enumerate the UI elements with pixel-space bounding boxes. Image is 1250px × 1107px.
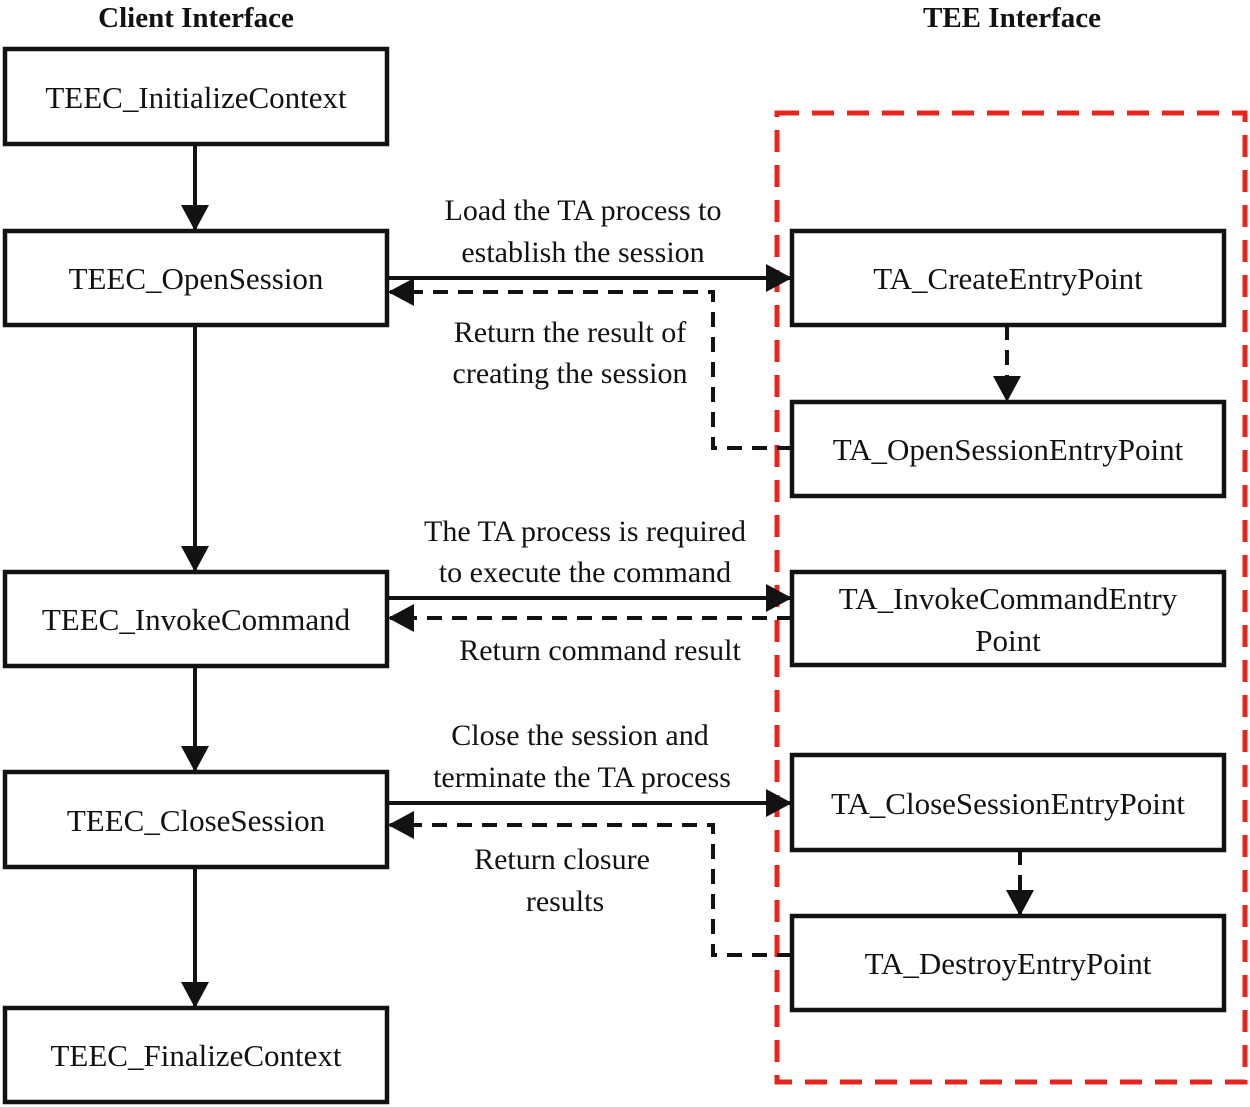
label-open-return-line2: creating the session	[453, 357, 688, 390]
label-invoke-request-line1: The TA process is required	[424, 515, 746, 548]
client-box-teec-finalizecontext: TEEC_FinalizeContext	[2, 1005, 390, 1105]
client-box-teec-initializecontext: TEEC_InitializeContext	[2, 46, 390, 147]
client-box-label-opensession: TEEC_OpenSession	[69, 261, 324, 296]
tee-box-label-closesessionentrypoint: TA_CloseSessionEntryPoint	[831, 786, 1185, 821]
client-box-teec-invokecommand: TEEC_InvokeCommand	[2, 569, 390, 669]
client-box-teec-opensession: TEEC_OpenSession	[2, 228, 390, 328]
client-interface-title: Client Interface	[98, 2, 294, 34]
label-close-return-line1: Return closure	[474, 843, 650, 876]
label-open-return-line1: Return the result of	[454, 316, 686, 349]
label-open-request-line1: Load the TA process to	[445, 194, 722, 227]
client-box-label-initializecontext: TEEC_InitializeContext	[45, 80, 347, 115]
tee-box-ta-invokecommandentrypoint: TA_InvokeCommandEntry Point	[789, 569, 1227, 668]
label-invoke-return: Return command result	[459, 634, 741, 667]
tee-box-label-destroyentrypoint: TA_DestroyEntryPoint	[865, 946, 1152, 981]
label-close-return-line2: results	[526, 885, 604, 918]
tee-box-label-invokecommandentry-line1: TA_InvokeCommandEntry	[839, 581, 1178, 616]
tee-box-ta-createentrypoint: TA_CreateEntryPoint	[789, 228, 1227, 328]
tee-interface-title: TEE Interface	[923, 2, 1101, 34]
label-close-request-line2: terminate the TA process	[433, 761, 731, 794]
tee-box-ta-destroyentrypoint: TA_DestroyEntryPoint	[789, 913, 1227, 1013]
arrow-closesession-return	[388, 811, 792, 957]
tee-box-ta-opensessionentrypoint: TA_OpenSessionEntryPoint	[789, 399, 1227, 499]
client-box-label-finalizecontext: TEEC_FinalizeContext	[50, 1038, 341, 1073]
client-box-label-invokecommand: TEEC_InvokeCommand	[42, 602, 351, 637]
label-close-request-line1: Close the session and	[451, 719, 708, 752]
label-invoke-request-line2: to execute the command	[439, 556, 731, 589]
tee-box-ta-closesessionentrypoint: TA_CloseSessionEntryPoint	[789, 752, 1227, 853]
client-box-teec-closesession: TEEC_CloseSession	[2, 769, 390, 870]
label-open-request-line2: establish the session	[461, 236, 704, 269]
arrow-opensession-return	[388, 278, 792, 450]
tee-box-label-createentrypoint: TA_CreateEntryPoint	[873, 261, 1143, 296]
client-box-label-closesession: TEEC_CloseSession	[67, 803, 326, 838]
tee-box-label-opensessionentrypoint: TA_OpenSessionEntryPoint	[833, 432, 1184, 467]
tee-box-label-invokecommandentry-line2: Point	[975, 623, 1041, 658]
